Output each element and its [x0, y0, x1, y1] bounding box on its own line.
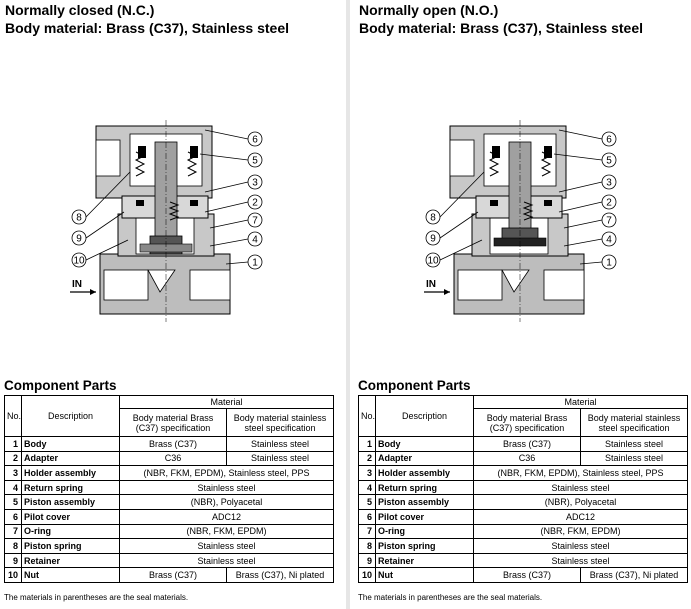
- callout-label: 10: [73, 256, 85, 267]
- callout-2: [601, 194, 617, 210]
- col-no-header: No.: [358, 395, 376, 437]
- component-parts-table: No. Description Material Body material B…: [358, 395, 689, 583]
- seal-materials-note: The materials in parentheses are the sea…: [358, 593, 543, 602]
- seal-materials-note: The materials in parentheses are the sea…: [4, 593, 189, 602]
- callout-label: 2: [252, 198, 258, 209]
- panel-title: Normally open (N.O.): [359, 2, 499, 18]
- callout-label: 4: [606, 235, 612, 246]
- in-port-label: IN: [426, 279, 436, 290]
- valve-cross-section-diagram: IN 6 5: [424, 120, 617, 322]
- callout-8: [425, 209, 441, 225]
- callout-4: [247, 231, 263, 247]
- col-stainless-header: Body material stainless steel specificat…: [225, 408, 335, 437]
- callout-label: 6: [606, 135, 612, 146]
- valve-cross-section-diagram: IN 6 5: [70, 120, 263, 322]
- component-parts-table: No. Description Material Body material B…: [4, 395, 335, 583]
- callout-label: 4: [252, 235, 258, 246]
- callout-1: [247, 254, 263, 270]
- in-port-label: IN: [72, 279, 82, 290]
- col-material-header: Material: [118, 395, 335, 409]
- callout-3: [601, 174, 617, 190]
- callout-label: 7: [252, 216, 258, 227]
- callout-label: 6: [252, 135, 258, 146]
- callout-label: 8: [76, 213, 82, 224]
- callout-7: [601, 212, 617, 228]
- callout-6: [601, 131, 617, 147]
- component-parts-title: Component Parts: [4, 378, 117, 393]
- callout-9: [425, 230, 441, 246]
- callout-1: [601, 254, 617, 270]
- panel-subtitle: Body material: Brass (C37), Stainless st…: [5, 20, 290, 36]
- panel-subtitle: Body material: Brass (C37), Stainless st…: [359, 20, 644, 36]
- panel-normally-closed: Normally closed (N.C.) Body material: Br…: [0, 0, 340, 609]
- callout-label: 5: [606, 156, 612, 167]
- callout-label: 7: [606, 216, 612, 227]
- callout-label: 1: [606, 258, 612, 269]
- callout-5: [247, 152, 263, 168]
- callout-label: 3: [606, 178, 612, 189]
- callout-6: [247, 131, 263, 147]
- callout-label: 9: [430, 234, 436, 245]
- col-no-header: No.: [4, 395, 22, 437]
- callout-label: 5: [252, 156, 258, 167]
- callout-label: 9: [76, 234, 82, 245]
- callout-label: 10: [427, 256, 439, 267]
- col-brass-header: Body material Brass (C37) specification: [473, 408, 581, 437]
- panel-divider: [346, 0, 350, 609]
- callout-8: [71, 209, 87, 225]
- col-description-header: Description: [375, 395, 474, 437]
- component-parts-title: Component Parts: [358, 378, 471, 393]
- callout-2: [247, 194, 263, 210]
- callout-label: 2: [606, 198, 612, 209]
- panel-normally-open: Normally open (N.O.) Body material: Bras…: [354, 0, 691, 609]
- callout-4: [601, 231, 617, 247]
- col-material-header: Material: [472, 395, 689, 409]
- callout-3: [247, 174, 263, 190]
- callout-label: 8: [430, 213, 436, 224]
- callout-label: 3: [252, 178, 258, 189]
- col-stainless-header: Body material stainless steel specificat…: [579, 408, 689, 437]
- col-description-header: Description: [21, 395, 120, 437]
- callout-10: [71, 252, 87, 268]
- callout-10: [425, 252, 441, 268]
- panel-title: Normally closed (N.C.): [5, 2, 155, 18]
- callout-5: [601, 152, 617, 168]
- callout-7: [247, 212, 263, 228]
- callout-9: [71, 230, 87, 246]
- col-brass-header: Body material Brass (C37) specification: [119, 408, 227, 437]
- callout-label: 1: [252, 258, 258, 269]
